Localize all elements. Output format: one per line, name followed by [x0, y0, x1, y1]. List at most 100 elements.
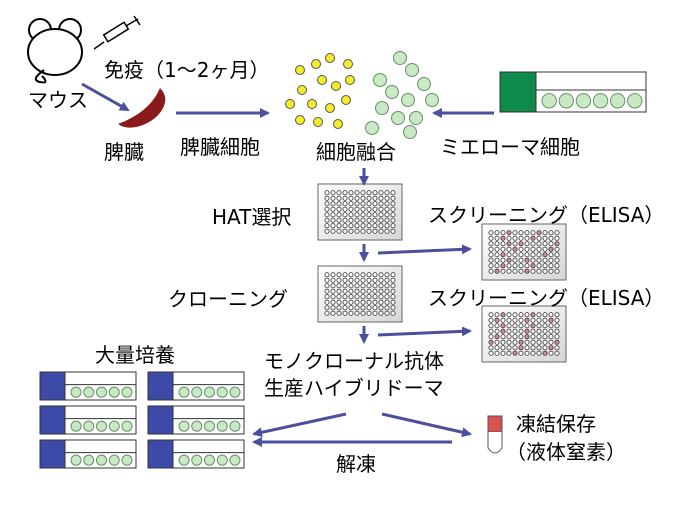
plate-well [524, 317, 530, 323]
plate-well [554, 246, 560, 252]
plate-well [548, 345, 554, 351]
hybridoma-label-line2: 生産ハイブリドーマ [264, 376, 444, 400]
plate-well [518, 235, 524, 241]
plate-well [542, 235, 548, 241]
plate-well [390, 283, 396, 289]
plate-well [384, 201, 390, 207]
plate-well [354, 206, 360, 212]
plate-well [494, 334, 500, 340]
plate-well [548, 339, 554, 345]
plate-well [342, 217, 348, 223]
plate-well [330, 195, 336, 201]
plate-well [524, 241, 530, 247]
flask-cell [83, 386, 95, 398]
plate-well [390, 305, 396, 311]
plate-well [542, 263, 548, 269]
myeloma-cell [365, 121, 379, 135]
flask-body [535, 71, 647, 113]
plate-well [354, 212, 360, 218]
plate-well [366, 288, 372, 294]
plate-well [354, 190, 360, 196]
plate-well [348, 223, 354, 229]
plate-well [366, 305, 372, 311]
plate-well [518, 263, 524, 269]
screening-label-1: スクリーニング（ELISA） [428, 203, 665, 227]
myeloma-cell [373, 73, 387, 87]
plate-well [342, 206, 348, 212]
plate-well [530, 257, 536, 263]
plate-well [360, 283, 366, 289]
plate-well [548, 257, 554, 263]
plate-well [536, 252, 542, 258]
plate-well [384, 217, 390, 223]
plate-well [530, 235, 536, 241]
flask-cell [216, 386, 228, 398]
plate-well [378, 310, 384, 316]
plate-well [378, 288, 384, 294]
plate-well [390, 223, 396, 229]
plate-well [378, 283, 384, 289]
plate-well [548, 230, 554, 236]
plate-well [500, 323, 506, 329]
plate-well [500, 257, 506, 263]
flow-arrows [81, 82, 494, 447]
flask-cell [203, 420, 216, 432]
arrow-hybridoma-to-culture [252, 412, 347, 438]
arrow-hat-to-screen1 [377, 244, 472, 255]
plate-well [554, 252, 560, 258]
plate-well [494, 230, 500, 236]
plate-well [348, 201, 354, 207]
plate-well [354, 223, 360, 229]
plate-well [506, 345, 512, 351]
flask-cap [147, 405, 174, 435]
plate-well [494, 345, 500, 351]
plate-well [488, 323, 494, 329]
plate-well [518, 312, 524, 318]
plate-well [348, 195, 354, 201]
plate-well [390, 277, 396, 283]
flask-cell [70, 386, 82, 398]
mass-culture-flasks [39, 371, 245, 469]
plate-well [354, 283, 360, 289]
flask-cap [499, 71, 537, 113]
plate-well [518, 350, 524, 356]
hybrid-cell [325, 103, 335, 113]
plate-well [500, 263, 506, 269]
plate-well [348, 305, 354, 311]
plate-well [336, 190, 342, 196]
plate-well [336, 206, 342, 212]
freeze-storage-label: 凍結保存 [516, 412, 596, 436]
plate-well [554, 268, 560, 274]
flask-cell [575, 93, 592, 109]
flask-cap [147, 439, 174, 469]
plate-well [378, 305, 384, 311]
plate-well [512, 323, 518, 329]
flask-cell [83, 420, 95, 432]
plate-well [488, 235, 494, 241]
flask-cell [83, 454, 95, 466]
plate-well [524, 345, 530, 351]
flask-cap [39, 405, 66, 435]
hat-selection-plate [317, 183, 403, 241]
plate-well [554, 257, 560, 263]
plate-well [372, 299, 378, 305]
plate-well [512, 312, 518, 318]
plate-well [324, 206, 330, 212]
plate-well [336, 223, 342, 229]
plate-well [548, 252, 554, 258]
myeloma-cell [401, 93, 415, 107]
plate-well [518, 252, 524, 258]
plate-well [536, 241, 542, 247]
flask-cell [121, 386, 133, 398]
plate-well [488, 328, 494, 334]
plate-well [336, 299, 342, 305]
plate-well [378, 212, 384, 218]
plate-well [384, 305, 390, 311]
flask-cell [229, 420, 241, 432]
plate-well [348, 212, 354, 218]
plate-well [342, 201, 348, 207]
plate-well [354, 305, 360, 311]
flask-cap [39, 371, 66, 401]
plate-well [324, 228, 330, 234]
plate-well [518, 230, 524, 236]
